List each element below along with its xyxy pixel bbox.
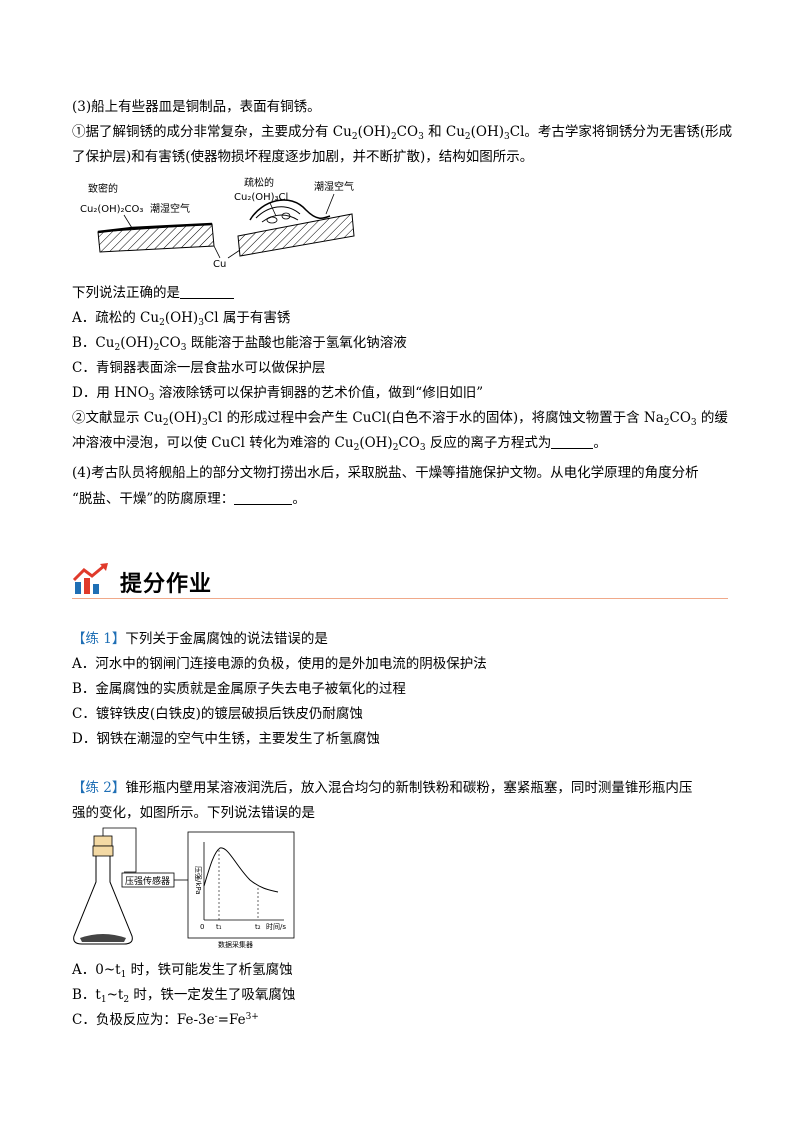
q4-line2: “脱盐、干燥”的防腐原理：。 xyxy=(72,491,306,507)
growth-chart-icon xyxy=(72,563,108,594)
y-axis-label: 压强/kPa xyxy=(194,866,202,895)
answer-blank[interactable] xyxy=(180,286,234,299)
section-title: 提分作业 xyxy=(120,572,213,597)
ex1-tag: 【练 1】 xyxy=(72,631,126,647)
copper-rust-figure: 致密的 Cu₂(OH)₂CO₃ 潮湿空气 疏松的 Cu₂(OH)₃Cl 潮湿空气… xyxy=(80,176,355,270)
q3-option-b: B．Cu2(OH)2CO3 既能溶于盐酸也能溶于氢氧化钠溶液 xyxy=(72,335,407,353)
q3-2-line1: ②文献显示 Cu2(OH)3Cl 的形成过程中会产生 CuCl(白色不溶于水的固… xyxy=(72,410,728,428)
q3-1-line2: 了保护层)和有害锈(使器物损坏程度逐步加剧，并不断扩散)，结构如图所示。 xyxy=(72,149,534,165)
t2-label: t₂ xyxy=(255,923,261,931)
collector-label: 数据采集器 xyxy=(218,940,253,949)
fig1-label-formula1: Cu₂(OH)₂CO₃ xyxy=(80,204,143,215)
q3-intro: (3)船上有些器皿是铜制品，表面有铜锈。 xyxy=(72,99,321,115)
fig1-label-formula2: Cu₂(OH)₃Cl xyxy=(234,192,288,203)
loose-rust-layer xyxy=(249,199,331,221)
answer-blank[interactable] xyxy=(234,492,293,505)
erlenmeyer-flask xyxy=(73,856,133,945)
fig1-label-cu: Cu xyxy=(213,259,226,270)
ex1-stem: 【练 1】下列关于金属腐蚀的说法错误的是 xyxy=(72,631,328,647)
stopper xyxy=(93,835,113,847)
ex2-option-a: A．0~t1 时，铁可能发生了析氢腐蚀 xyxy=(72,962,293,980)
q4-line1: (4)考古队员将舰船上的部分文物打捞出水后，采取脱盐、干燥等措施保护文物。从电化… xyxy=(72,465,699,481)
answer-blank[interactable] xyxy=(551,436,594,449)
q3-1-line1: ①据了解铜锈的成分非常复杂，主要成分有 Cu2(OH)2CO3 和 Cu2(OH… xyxy=(72,124,733,142)
q3-2-line2: 冲溶液中浸泡，可以使 CuCl 转化为难溶的 Cu2(OH)2CO3 反应的离子… xyxy=(72,435,607,453)
q3-option-d: D．用 HNO3 溶液除锈可以保护青铜器的艺术价值，做到“修旧如旧” xyxy=(72,385,484,403)
iron-carbon-powder xyxy=(80,934,126,942)
left-copper-block xyxy=(97,223,215,253)
flask-pressure-figure: 压强传感器 压强/kPa 0 t₁ t₂ 时间/s 数据采集器 xyxy=(73,827,295,949)
ex1-option-a: A．河水中的钢闸门连接电源的负极，使用的是外加电流的阴极保护法 xyxy=(72,656,487,672)
fig1-label-air2: 潮湿空气 xyxy=(314,180,354,193)
x-axis-label: 时间/s xyxy=(266,922,286,931)
section-header: 提分作业 xyxy=(72,560,728,600)
ex1-option-b: B．金属腐蚀的实质就是金属原子失去电子被氧化的过程 xyxy=(72,681,406,697)
pressure-sensor-label: 压强传感器 xyxy=(125,875,170,887)
ex2-stem-line1: 【练 2】锥形瓶内壁用某溶液润洗后，放入混合均匀的新制铁粉和碳粉，塞紧瓶塞，同时… xyxy=(72,780,693,796)
ex2-option-b: B．t1~t2 时，铁一定发生了吸氧腐蚀 xyxy=(72,987,296,1005)
section-divider xyxy=(72,598,728,599)
ex1-option-d: D．钢铁在潮湿的空气中生锈，主要发生了析氢腐蚀 xyxy=(72,731,380,747)
ex2-tag: 【练 2】 xyxy=(72,780,126,796)
q3-prompt: 下列说法正确的是 xyxy=(72,284,234,302)
pressure-curve xyxy=(203,847,279,893)
t1-label: t₁ xyxy=(216,923,222,931)
ex2-option-c: C．负极反应为：Fe-3e-=Fe3+ xyxy=(72,1012,259,1028)
fig1-label-dense: 致密的 xyxy=(88,182,118,195)
fig1-label-loose: 疏松的 xyxy=(244,176,274,189)
fig1-label-air1: 潮湿空气 xyxy=(150,202,190,215)
origin-label: 0 xyxy=(200,923,204,931)
ex2-stem-line2: 强的变化，如图所示。下列说法错误的是 xyxy=(72,805,315,821)
q3-option-a: A．疏松的 Cu2(OH)3Cl 属于有害锈 xyxy=(72,310,291,328)
ex1-option-c: C．镀锌铁皮(白铁皮)的镀层破损后铁皮仍耐腐蚀 xyxy=(72,706,363,722)
q3-option-c: C．青铜器表面涂一层食盐水可以做保护层 xyxy=(72,360,326,376)
right-copper-block xyxy=(237,213,355,257)
